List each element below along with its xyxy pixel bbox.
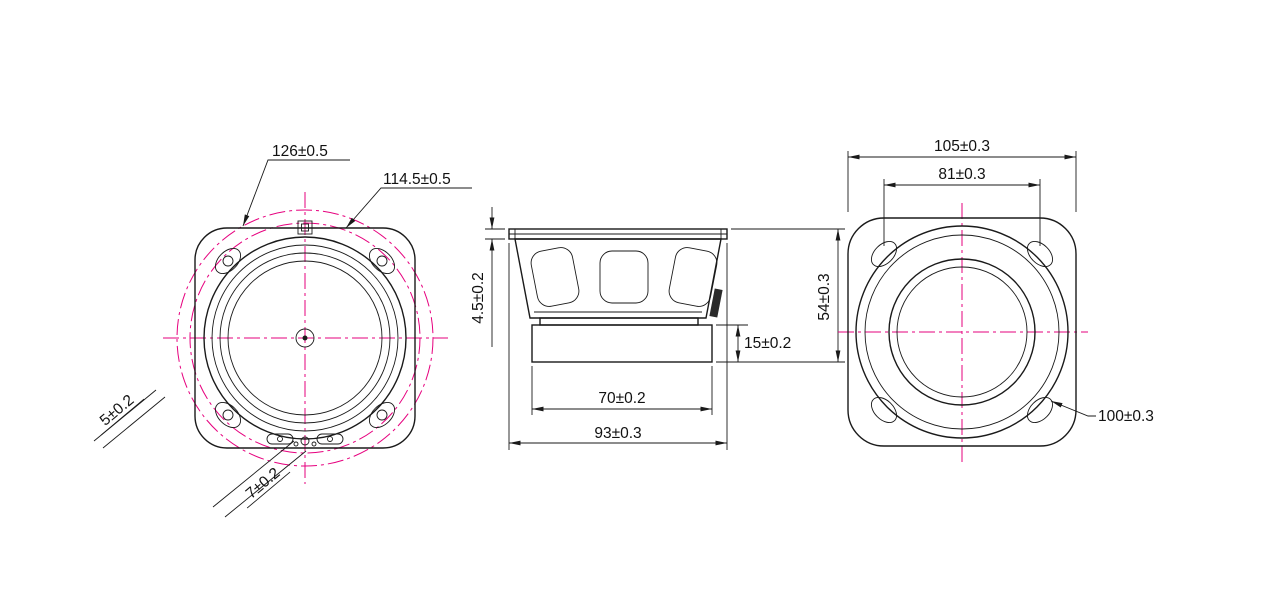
dim-bolt-circle-leader [345,187,472,229]
dim-terminal-pitch-ext-2 [212,440,295,508]
front-cone-rings [203,236,407,440]
front-terminals [266,433,344,447]
dim-mounting-circle-label: 100±0.3 [1098,408,1154,425]
front-bolt-pitch-circle [189,222,421,454]
dim-mounting-circle-leader [1050,400,1096,417]
front-mounting-holes [214,247,396,429]
dim-total-depth-group: 54±0.3 [816,273,833,320]
side-view-dimensions: 4.5±0.2 15±0.2 70±0.2 93±0.3 54±0.3 [470,207,845,450]
back-frame-outline [847,217,1077,447]
dim-flange-thickness-group: 4.5±0.2 [470,272,487,324]
side-basket [514,238,722,319]
side-view [508,228,728,363]
side-terminal-tab [709,288,723,318]
dim-terminal-width-group: 5±0.2 [97,392,145,436]
back-basket-rings [855,225,1069,439]
dim-overall-width-label: 93±0.3 [594,425,641,442]
back-view-dimensions: 105±0.3 81±0.3 100±0.3 [847,138,1154,425]
dim-magnet-height-label: 15±0.2 [744,335,791,352]
dim-frame-size-label: 105±0.3 [934,138,990,155]
side-top-plate [539,317,699,326]
dim-hole-spacing-label: 81±0.3 [938,166,985,183]
dim-flange-thickness-label: 4.5±0.2 [470,272,487,324]
front-top-tab [297,220,313,235]
dim-terminal-pitch-label: 7±0.2 [243,465,284,503]
dim-outer-diameter-label: 126±0.5 [272,143,328,160]
front-outer-pitch-circle [176,209,434,467]
side-magnet [531,324,713,363]
dim-magnet-width-label: 70±0.2 [598,390,645,407]
front-view [163,192,448,484]
dim-bolt-circle-label: 114.5±0.5 [383,171,451,188]
back-mounting-holes [870,240,1054,424]
back-view [838,203,1088,463]
dim-total-depth-label: 54±0.3 [816,273,833,320]
side-basket-windows [530,247,718,307]
dim-terminal-pitch-ext-1 [224,450,307,518]
front-frame-outline [194,227,416,449]
dim-terminal-width-ext-1 [102,396,166,449]
dim-outer-diameter-leader [242,159,350,227]
dim-terminal-width-ext-2 [93,389,157,442]
